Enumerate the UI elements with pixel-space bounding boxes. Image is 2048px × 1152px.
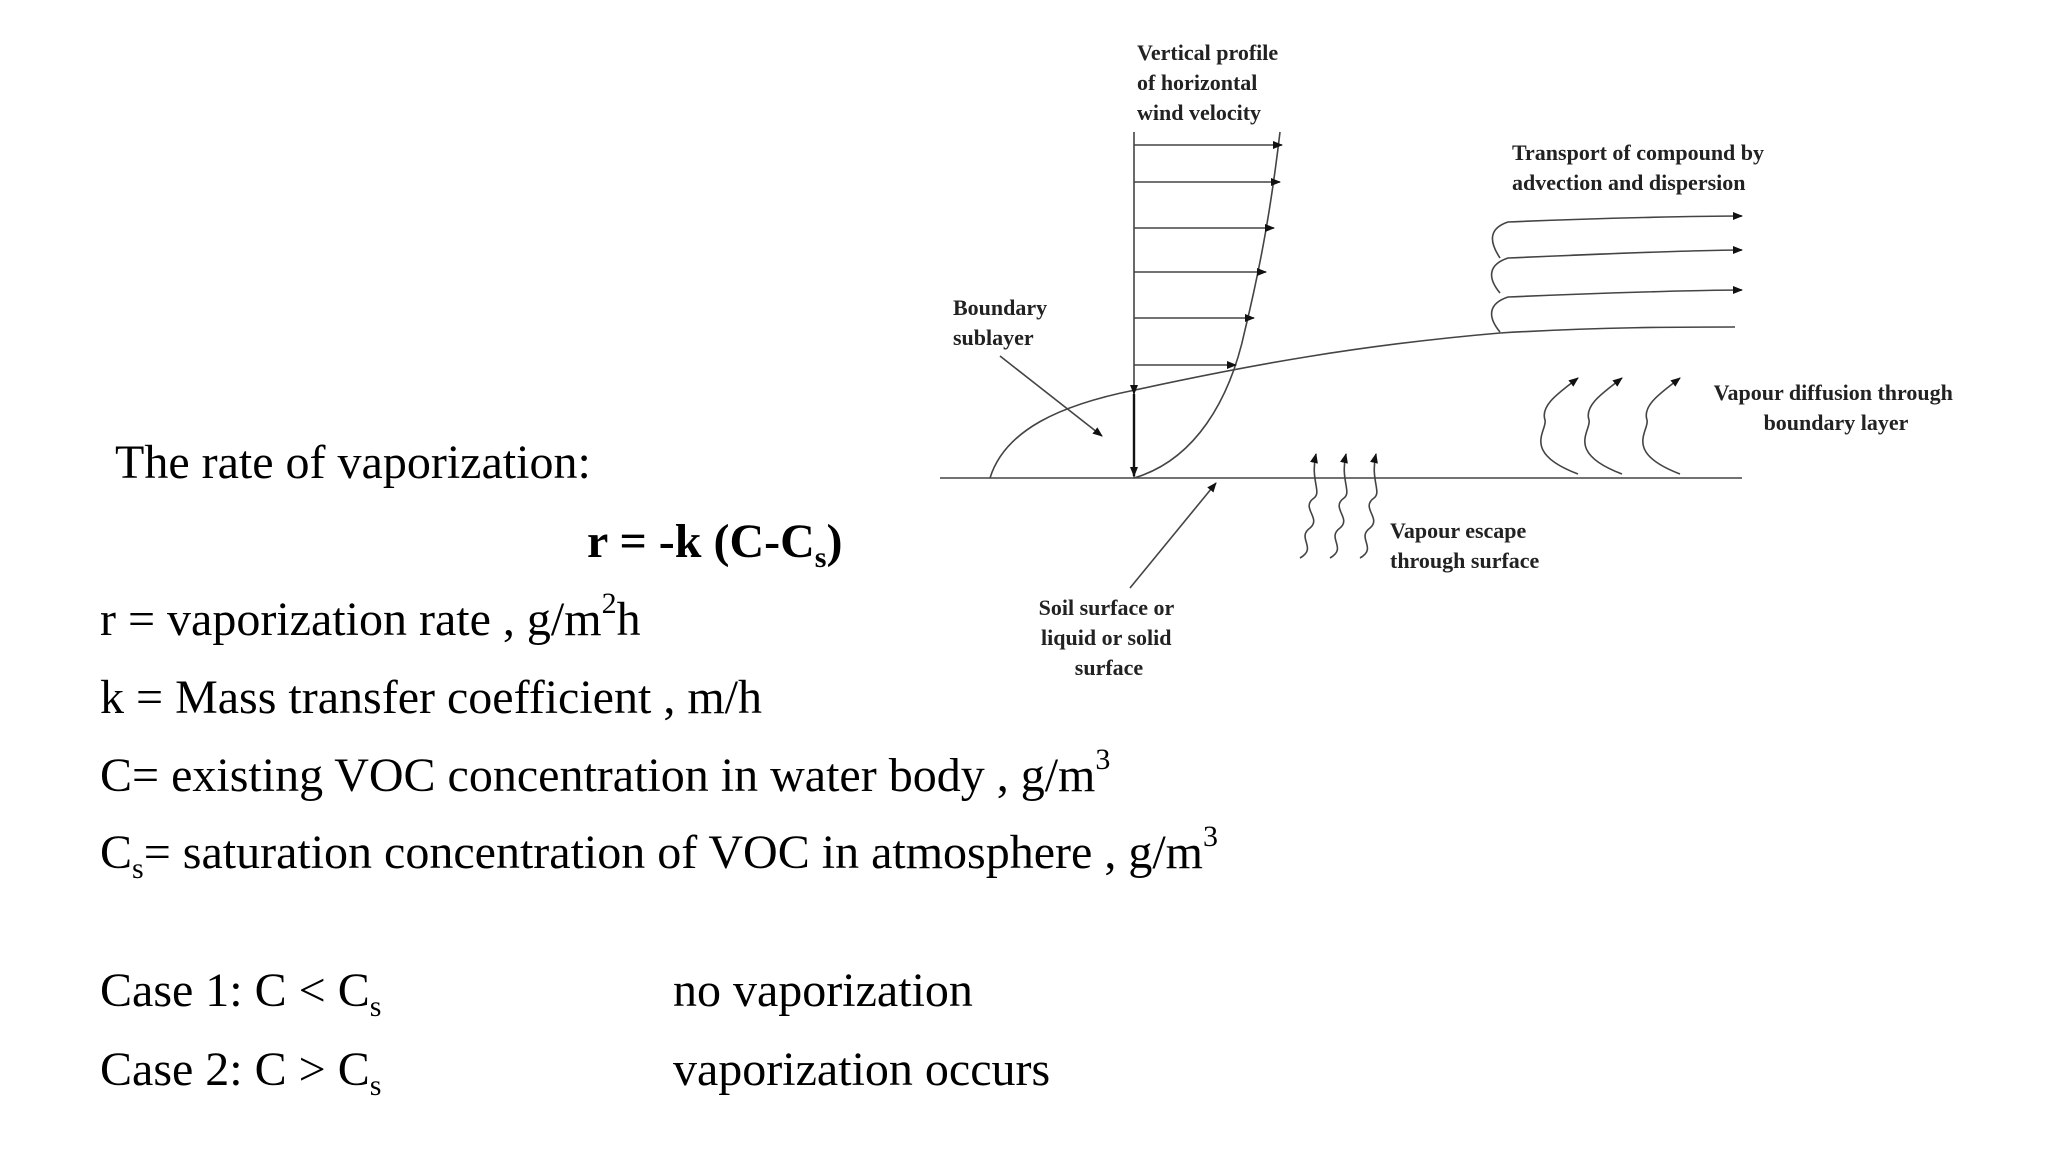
soil-surface-label: Soil surface or liquid or solid surface <box>1039 595 1180 680</box>
diffusion-arrow <box>1642 377 1681 475</box>
rate-heading-text: The rate of vaporization: <box>115 436 591 489</box>
definition-r-tail: h <box>616 593 641 646</box>
soil-surface-line: liquid or solid <box>1041 625 1171 650</box>
case-1-result: no vaporization <box>673 964 973 1017</box>
surface-pointer <box>1129 482 1217 589</box>
wind-profile-line: wind velocity <box>1137 100 1261 125</box>
definition-cs-superscript: 3 <box>1202 820 1218 853</box>
escape-arrow <box>1299 453 1318 559</box>
case-2-subscript: s <box>369 1069 382 1102</box>
sublayer-pointer <box>999 355 1103 437</box>
diffusion-arrow <box>1584 377 1623 475</box>
soil-surface-line: Soil surface or <box>1039 595 1175 620</box>
transport-label: Transport of compound by advection and d… <box>1512 140 1770 195</box>
transport-arrow <box>1490 246 1743 294</box>
case-2-result: vaporization occurs <box>673 1043 1051 1096</box>
diffusion-arrow <box>1540 377 1579 475</box>
definition-r-text: r = vaporization rate , g/m <box>100 593 602 646</box>
boundary-sublayer-label: Boundary sublayer <box>953 295 1053 350</box>
formula-suffix: ) <box>826 515 843 568</box>
vapour-diffusion-line: Vapour diffusion through <box>1714 380 1953 405</box>
escape-arrow <box>1329 453 1348 559</box>
wind-profile-line: of horizontal <box>1137 70 1257 95</box>
case-1-label: Case 1: C < C <box>100 964 370 1017</box>
vapour-diffusion-label: Vapour diffusion through boundary layer <box>1714 380 1959 435</box>
formula-subscript: s <box>814 541 827 574</box>
escape-arrow <box>1359 453 1378 559</box>
soil-surface-line: surface <box>1075 655 1144 680</box>
definition-c-superscript: 3 <box>1095 743 1111 776</box>
vapour-escape-line: through surface <box>1390 548 1540 573</box>
definition-r: r = vaporization rate , g/m2h <box>100 589 641 646</box>
wind-profile-line: Vertical profile <box>1137 40 1278 65</box>
case-1-row: Case 1: C < Cs no vaporization <box>100 964 1100 1022</box>
boundary-layer-curve <box>989 326 1736 479</box>
vaporization-formula: r = -k (C-Cs) <box>587 515 843 573</box>
formula-prefix: r = -k (C-C <box>587 515 815 568</box>
case-1-subscript: s <box>369 990 382 1023</box>
definition-k-text: k = Mass transfer coefficient , m/h <box>100 671 762 724</box>
transport-arrow <box>1491 212 1743 259</box>
boundary-sublayer-line: sublayer <box>953 325 1034 350</box>
transport-line: advection and dispersion <box>1512 170 1746 195</box>
definition-cs-symbol: C <box>100 826 133 879</box>
vapour-escape-line: Vapour escape <box>1390 518 1527 543</box>
rate-heading: The rate of vaporization: <box>115 439 591 487</box>
boundary-sublayer-line: Boundary <box>953 295 1047 320</box>
wind-profile-curve <box>1133 131 1281 479</box>
definition-cs: Cs= saturation concentration of VOC in a… <box>100 822 1218 884</box>
vapour-diffusion-line: boundary layer <box>1764 410 1909 435</box>
definition-c-text: C= existing VOC concentration in water b… <box>100 749 1096 802</box>
transport-arrow <box>1490 286 1743 333</box>
definition-k: k = Mass transfer coefficient , m/h <box>100 674 762 722</box>
definition-r-superscript: 2 <box>601 587 617 620</box>
case-2-label: Case 2: C > C <box>100 1043 370 1096</box>
transport-line: Transport of compound by <box>1512 140 1764 165</box>
definition-cs-text: = saturation concentration of VOC in atm… <box>143 826 1203 879</box>
vapour-escape-label: Vapour escape through surface <box>1390 518 1540 573</box>
definition-c: C= existing VOC concentration in water b… <box>100 745 1110 802</box>
wind-profile-label: Vertical profile of horizontal wind velo… <box>1137 40 1284 125</box>
case-2-row: Case 2: C > Cs vaporization occurs <box>100 1043 1100 1101</box>
definition-cs-subscript: s <box>132 852 144 885</box>
